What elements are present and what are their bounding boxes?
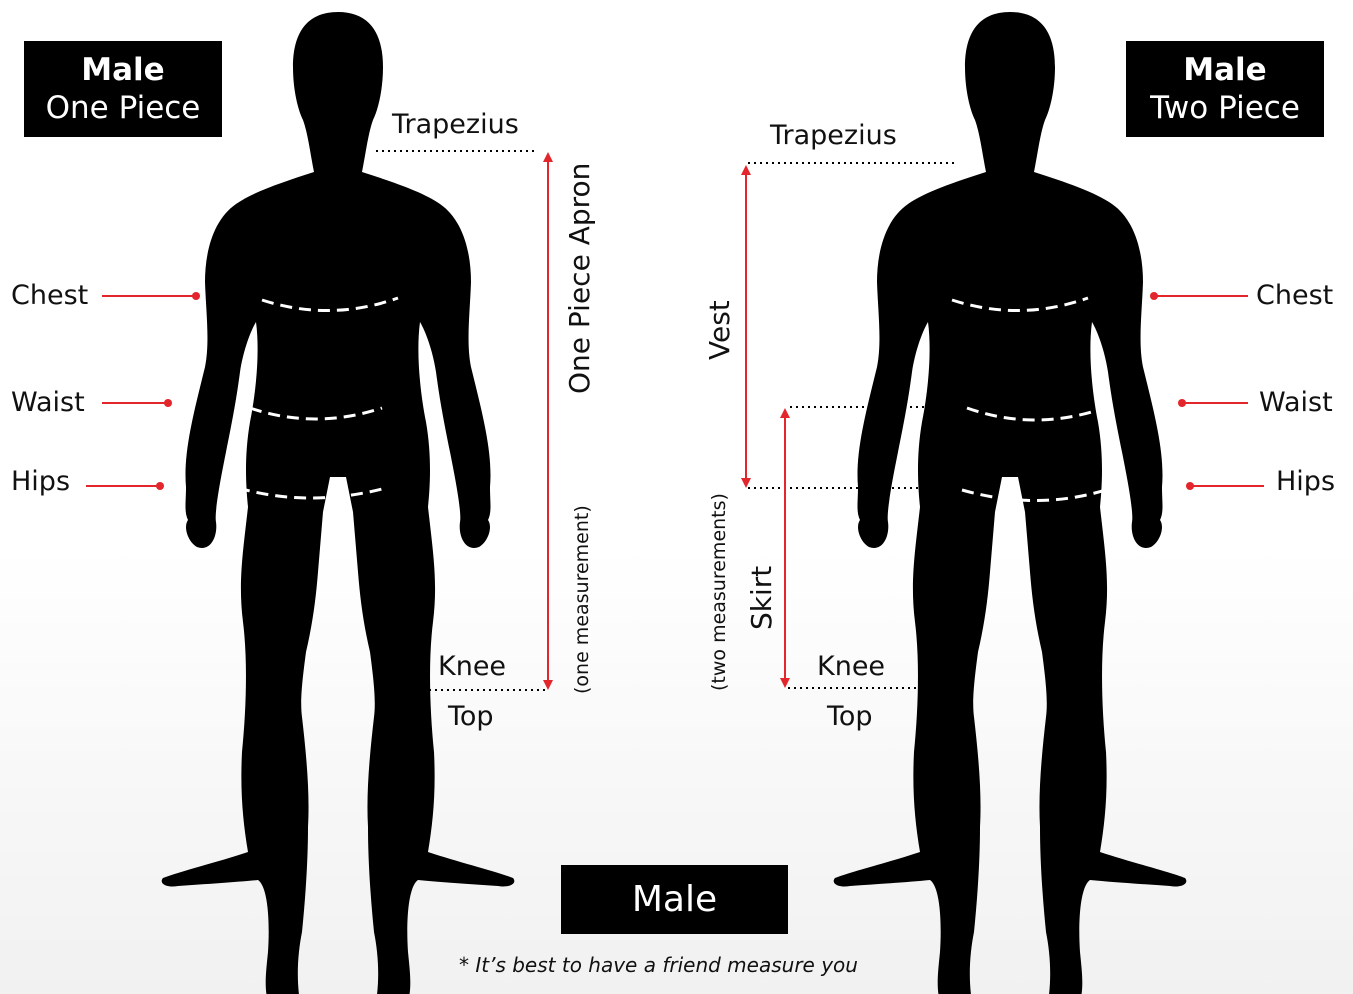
badge-male-two-piece: Male Two Piece	[1126, 41, 1324, 137]
label-trapezius-left: Trapezius	[392, 109, 519, 141]
label-hips-left: Hips	[11, 466, 70, 498]
label-chest-left: Chest	[11, 280, 88, 312]
left-silhouette	[162, 12, 515, 994]
badge-subtitle: Two Piece	[1126, 89, 1324, 127]
badge-male-footer: Male	[561, 865, 788, 934]
label-trapezius-right: Trapezius	[770, 120, 897, 152]
footer-badge-text: Male	[632, 880, 717, 920]
label-vest: Vest	[704, 300, 736, 360]
badge-title: Male	[24, 51, 222, 89]
note-two-measurements: (two measurements)	[707, 493, 731, 691]
footer-note: * It’s best to have a friend measure you	[459, 953, 858, 977]
right-figure	[746, 12, 1264, 994]
label-top-right: Top	[827, 701, 873, 733]
label-one-piece-apron: One Piece Apron	[564, 163, 596, 394]
label-hips-right: Hips	[1276, 466, 1335, 498]
label-waist-right: Waist	[1259, 387, 1333, 419]
label-waist-left: Waist	[11, 387, 85, 419]
badge-male-one-piece: Male One Piece	[24, 41, 222, 137]
left-pointers	[86, 292, 200, 490]
label-skirt: Skirt	[746, 566, 778, 630]
label-chest-right: Chest	[1256, 280, 1333, 312]
right-pointers	[1150, 292, 1264, 490]
label-knee-left: Knee	[438, 651, 506, 683]
label-knee-right: Knee	[817, 651, 885, 683]
badge-subtitle: One Piece	[24, 89, 222, 127]
note-one-measurement: (one measurement)	[570, 505, 594, 694]
left-figure	[86, 12, 548, 994]
right-silhouette	[834, 12, 1187, 994]
label-top-left: Top	[448, 701, 494, 733]
badge-title: Male	[1126, 51, 1324, 89]
